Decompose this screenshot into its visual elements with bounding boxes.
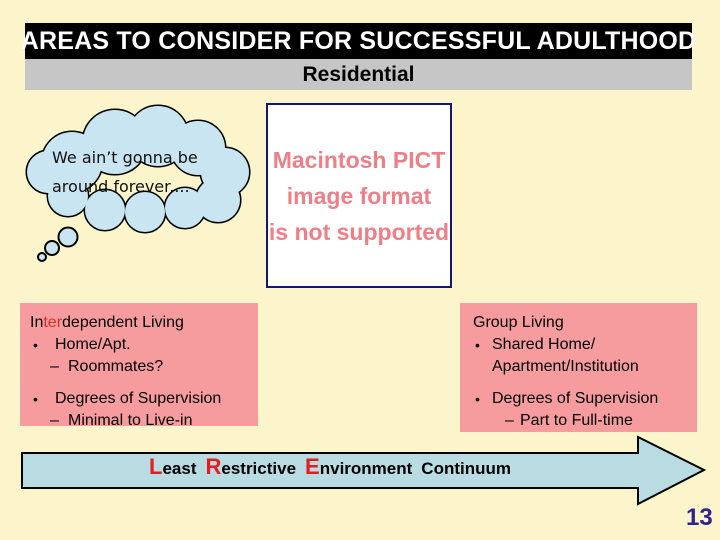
list-subitem: – Minimal to Live-in <box>20 410 258 432</box>
list-item: • Shared Home/ Apartment/Institution <box>460 334 697 378</box>
pict-line2: image format <box>286 182 432 209</box>
pict-line3: is not supported <box>268 218 450 245</box>
spacer <box>20 378 258 388</box>
list-item-line1: Shared Home/ <box>492 336 596 353</box>
list-item: • Degrees of Supervision <box>20 388 258 410</box>
list-subitem: – Roommates? <box>20 356 258 378</box>
subtitle-bar: Residential <box>25 59 692 90</box>
list-item-text: Part to Full-time <box>520 412 633 429</box>
label-cap-letter: L <box>149 454 163 479</box>
dash-icon: – <box>50 358 59 375</box>
label-cap-letter: E <box>305 454 320 479</box>
slide-subtitle: Residential <box>302 62 415 86</box>
label-cap-letter: R <box>205 454 222 479</box>
pict-placeholder-box: Macintosh PICT image format is not suppo… <box>266 103 452 288</box>
bullet-icon: • <box>33 337 38 353</box>
list-item: • Home/Apt. <box>20 334 258 356</box>
list-item-text: Roommates? <box>68 358 164 375</box>
pict-line1: Macintosh PICT <box>272 146 446 173</box>
label-final-word: Continuum <box>421 459 511 478</box>
left-title-post: dependent Living <box>62 314 184 331</box>
slide-title: AREAS TO CONSIDER FOR SUCCESSFUL ADULTHO… <box>20 26 697 55</box>
list-item-text: Minimal to Live-in <box>68 412 193 429</box>
left-box-title: Interdependent Living <box>20 312 258 334</box>
label-word: Restrictive <box>205 454 297 479</box>
continuum-label: Least Restrictive Environment Continuum <box>22 454 638 488</box>
bullet-icon: • <box>475 337 480 353</box>
group-living-box: Group Living • Shared Home/ Apartment/In… <box>460 303 697 432</box>
list-item-text: Degrees of Supervision <box>55 390 222 407</box>
left-title-red: ter <box>43 314 63 331</box>
list-subitem: – Part to Full-time <box>460 410 697 432</box>
continuum-arrow-shape <box>21 435 707 506</box>
interdependent-living-box: Interdependent Living • Home/Apt. – Room… <box>20 303 258 429</box>
left-title-pre: In <box>30 314 44 331</box>
list-item: • Degrees of Supervision <box>460 388 697 410</box>
bullet-icon: • <box>475 391 480 407</box>
thought-bubble-icon <box>25 104 251 262</box>
spacer <box>460 378 697 388</box>
list-item-text: Home/Apt. <box>55 336 131 353</box>
label-word: Least <box>149 454 197 479</box>
list-item-text: Degrees of Supervision <box>492 390 659 407</box>
title-bar: AREAS TO CONSIDER FOR SUCCESSFUL ADULTHO… <box>21 23 696 59</box>
right-box-title: Group Living <box>473 314 564 331</box>
list-item-line2: Apartment/Institution <box>492 358 639 375</box>
thought-bubble-line2: around forever.... <box>52 177 190 196</box>
bullet-icon: • <box>33 391 38 407</box>
dash-icon: – <box>50 412 59 429</box>
thought-bubble-text: We ain’t gonna be around forever.... <box>52 143 222 201</box>
list-item-text: Shared Home/ Apartment/Institution <box>492 334 639 378</box>
label-word: Environment <box>305 454 413 479</box>
thought-bubble-line1: We ain’t gonna be <box>52 148 198 167</box>
page-number: 13 <box>686 504 713 531</box>
dash-icon: – <box>505 412 514 429</box>
